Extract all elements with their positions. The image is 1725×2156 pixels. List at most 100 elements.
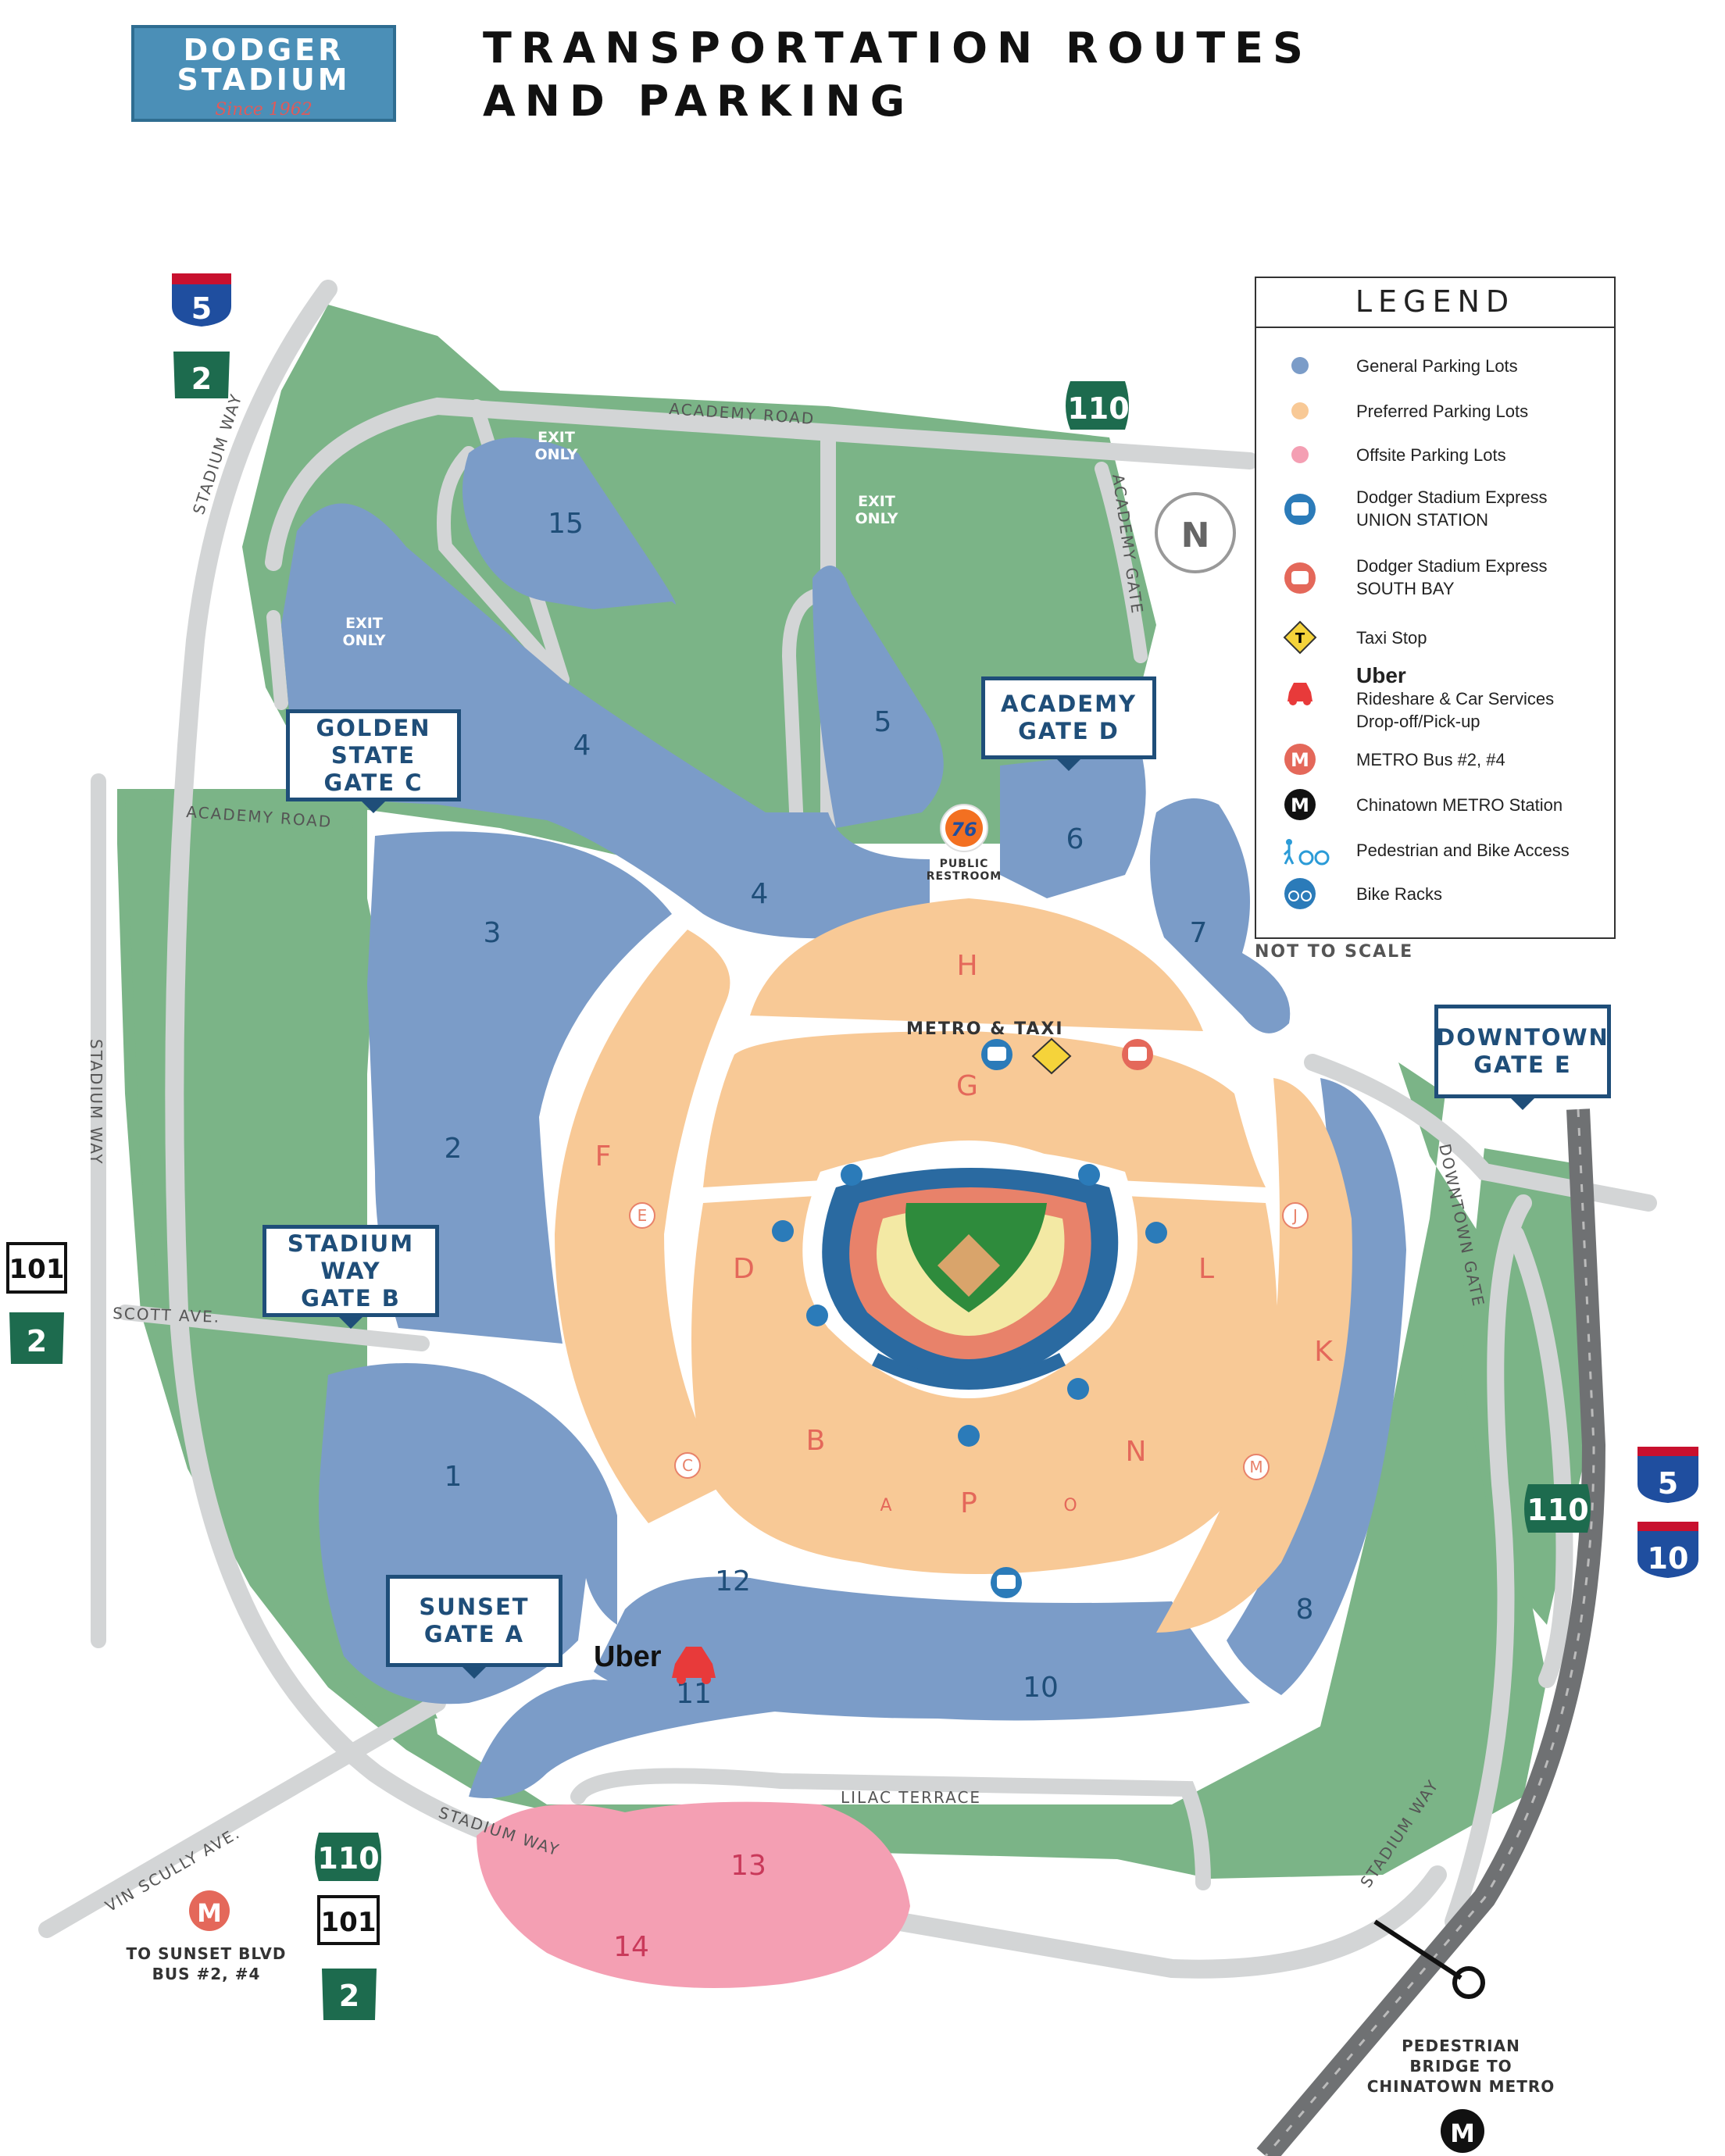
roads	[38, 280, 1657, 1979]
logo-line3: Since 1962	[215, 100, 312, 120]
lot-15: 15	[548, 508, 584, 540]
lot-14: 14	[613, 1931, 649, 1963]
svg-text:M: M	[197, 1898, 222, 1928]
page-title-line2: AND PARKING	[483, 77, 915, 126]
bridge-line3: CHINATOWN METRO	[1367, 2077, 1555, 2096]
lot-10: 10	[1023, 1672, 1059, 1704]
restroom-line2: RESTROOM	[927, 870, 1002, 883]
svg-text:5: 5	[191, 291, 212, 326]
to-sunset-line1: TO SUNSET BLVD	[127, 1944, 287, 1963]
svg-text:101: 101	[321, 1907, 377, 1938]
bus-stops	[981, 1037, 1153, 1598]
lot-labels: 15 4 5 6 4 7 3 2 1 12 11 10 8 H G F D L …	[445, 508, 1334, 1963]
compass-icon: N	[1155, 492, 1236, 573]
uber-car-icon	[672, 1647, 716, 1684]
bike-rack-icon	[806, 1305, 828, 1326]
svg-text:ONLY: ONLY	[855, 510, 898, 527]
pink-dot-icon	[1291, 446, 1309, 463]
road-scott: SCOTT AVE.	[112, 1304, 221, 1326]
lot-3: 3	[484, 917, 502, 949]
restroom-line1: PUBLIC	[940, 858, 989, 870]
misc-labels: TO SUNSET BLVD BUS #2, #4 PEDESTRIAN BRI…	[127, 858, 1555, 2096]
us110-shield-icon-s: 110	[315, 1833, 381, 1881]
ca2-shield-icon-s: 2	[322, 1969, 377, 2020]
bike-rack-icon	[1284, 878, 1316, 909]
svg-text:2: 2	[191, 362, 212, 396]
metro-station-icon	[1441, 2109, 1484, 2153]
car-icon	[1288, 683, 1312, 705]
lot-p: P	[960, 1487, 977, 1519]
us101-shield-icon-s: 101	[317, 1895, 380, 1945]
lot-d: D	[733, 1253, 755, 1285]
lot-2: 2	[445, 1133, 462, 1165]
svg-text:ONLY: ONLY	[343, 632, 386, 649]
lot-6: 6	[1066, 823, 1084, 855]
svg-text:10: 10	[1648, 1541, 1689, 1576]
us101-shield-icon: 101	[6, 1242, 67, 1294]
lot-4a: 4	[573, 730, 591, 762]
logo-line1: DODGER	[183, 33, 345, 67]
us110-shield-icon: 110	[1066, 381, 1130, 430]
bike-rack-icon	[958, 1425, 980, 1447]
lot-3-2-shape	[367, 831, 672, 1344]
highway-shields: 5 2 110 101 2 5 10 110 110 101 2	[6, 273, 1698, 2020]
svg-text:2: 2	[27, 1324, 47, 1358]
lot-o: O	[1063, 1496, 1077, 1515]
lot-n: N	[1126, 1436, 1147, 1468]
exit-only-3: EXIT	[345, 615, 383, 632]
pedestrian-bike-icon	[1283, 839, 1330, 866]
us110-shield-icon-e: 110	[1524, 1484, 1591, 1533]
svg-text:110: 110	[1527, 1493, 1588, 1527]
uber-brand: Uber	[1356, 663, 1406, 687]
orange-dot-icon	[1291, 402, 1309, 419]
lot-5-shape	[812, 566, 944, 828]
gate-markers: E J C M	[629, 1202, 1309, 1480]
lot-5: 5	[874, 706, 892, 738]
bike-racks	[772, 1164, 1167, 1447]
lot-g-shape	[703, 1031, 1266, 1187]
taxi-icon: T	[1283, 620, 1317, 655]
exit-only-2: EXIT	[858, 493, 895, 510]
ca2-shield-icon: 2	[173, 352, 230, 398]
svg-text:ONLY: ONLY	[535, 446, 578, 463]
lot-15-shape	[462, 437, 676, 609]
metro-station-icon: M	[1284, 789, 1316, 820]
svg-text:5: 5	[1658, 1466, 1678, 1501]
lot-l: L	[1198, 1253, 1214, 1285]
svg-text:110: 110	[317, 1841, 379, 1876]
lot-g: G	[956, 1070, 978, 1102]
sunset-gate-a: SUNSET GATE A	[386, 1575, 562, 1679]
exit-only-1: EXIT	[538, 429, 575, 446]
lot-b: B	[806, 1425, 826, 1457]
ca2-shield-icon-w: 2	[9, 1312, 64, 1364]
road-lilac: LILAC TERRACE	[841, 1788, 981, 1807]
lot-6-shape	[1000, 750, 1146, 898]
uber-map-label: Uber	[594, 1640, 662, 1673]
bridge-line2: BRIDGE TO	[1409, 2057, 1512, 2076]
road-stadium-way-w: STADIUM WAY	[87, 1039, 105, 1165]
i5-shield-icon-e: 5	[1638, 1447, 1698, 1503]
stadium	[802, 1148, 1138, 1398]
svg-text:M: M	[1249, 1458, 1262, 1476]
bike-rack-icon	[1078, 1164, 1100, 1186]
metro-bus-icon: M	[1284, 744, 1316, 775]
downtown-gate-e: DOWNTOWN GATE E	[1434, 1005, 1611, 1110]
svg-text:110: 110	[1067, 391, 1129, 426]
svg-text:M: M	[1291, 749, 1309, 771]
golden-state-gate-c: GOLDEN STATE GATE C	[286, 709, 461, 813]
lot-8-shape	[1227, 1078, 1406, 1695]
lot-13: 13	[730, 1850, 766, 1882]
lot-12: 12	[715, 1565, 751, 1597]
legend-divider	[1256, 327, 1614, 328]
i5-shield-icon: 5	[172, 273, 231, 327]
lot-12-10-11-shape	[594, 1576, 1250, 1721]
metro-bus-icon	[189, 1890, 230, 1931]
svg-text:N: N	[1181, 516, 1210, 555]
svg-text:101: 101	[9, 1254, 65, 1285]
freeway-center	[1264, 1108, 1595, 2156]
lot-k: K	[1314, 1336, 1334, 1368]
svg-text:76: 76	[951, 819, 977, 841]
not-to-scale-note: NOT TO SCALE	[1255, 942, 1414, 962]
lot-11-tail-shape	[469, 1679, 781, 1798]
